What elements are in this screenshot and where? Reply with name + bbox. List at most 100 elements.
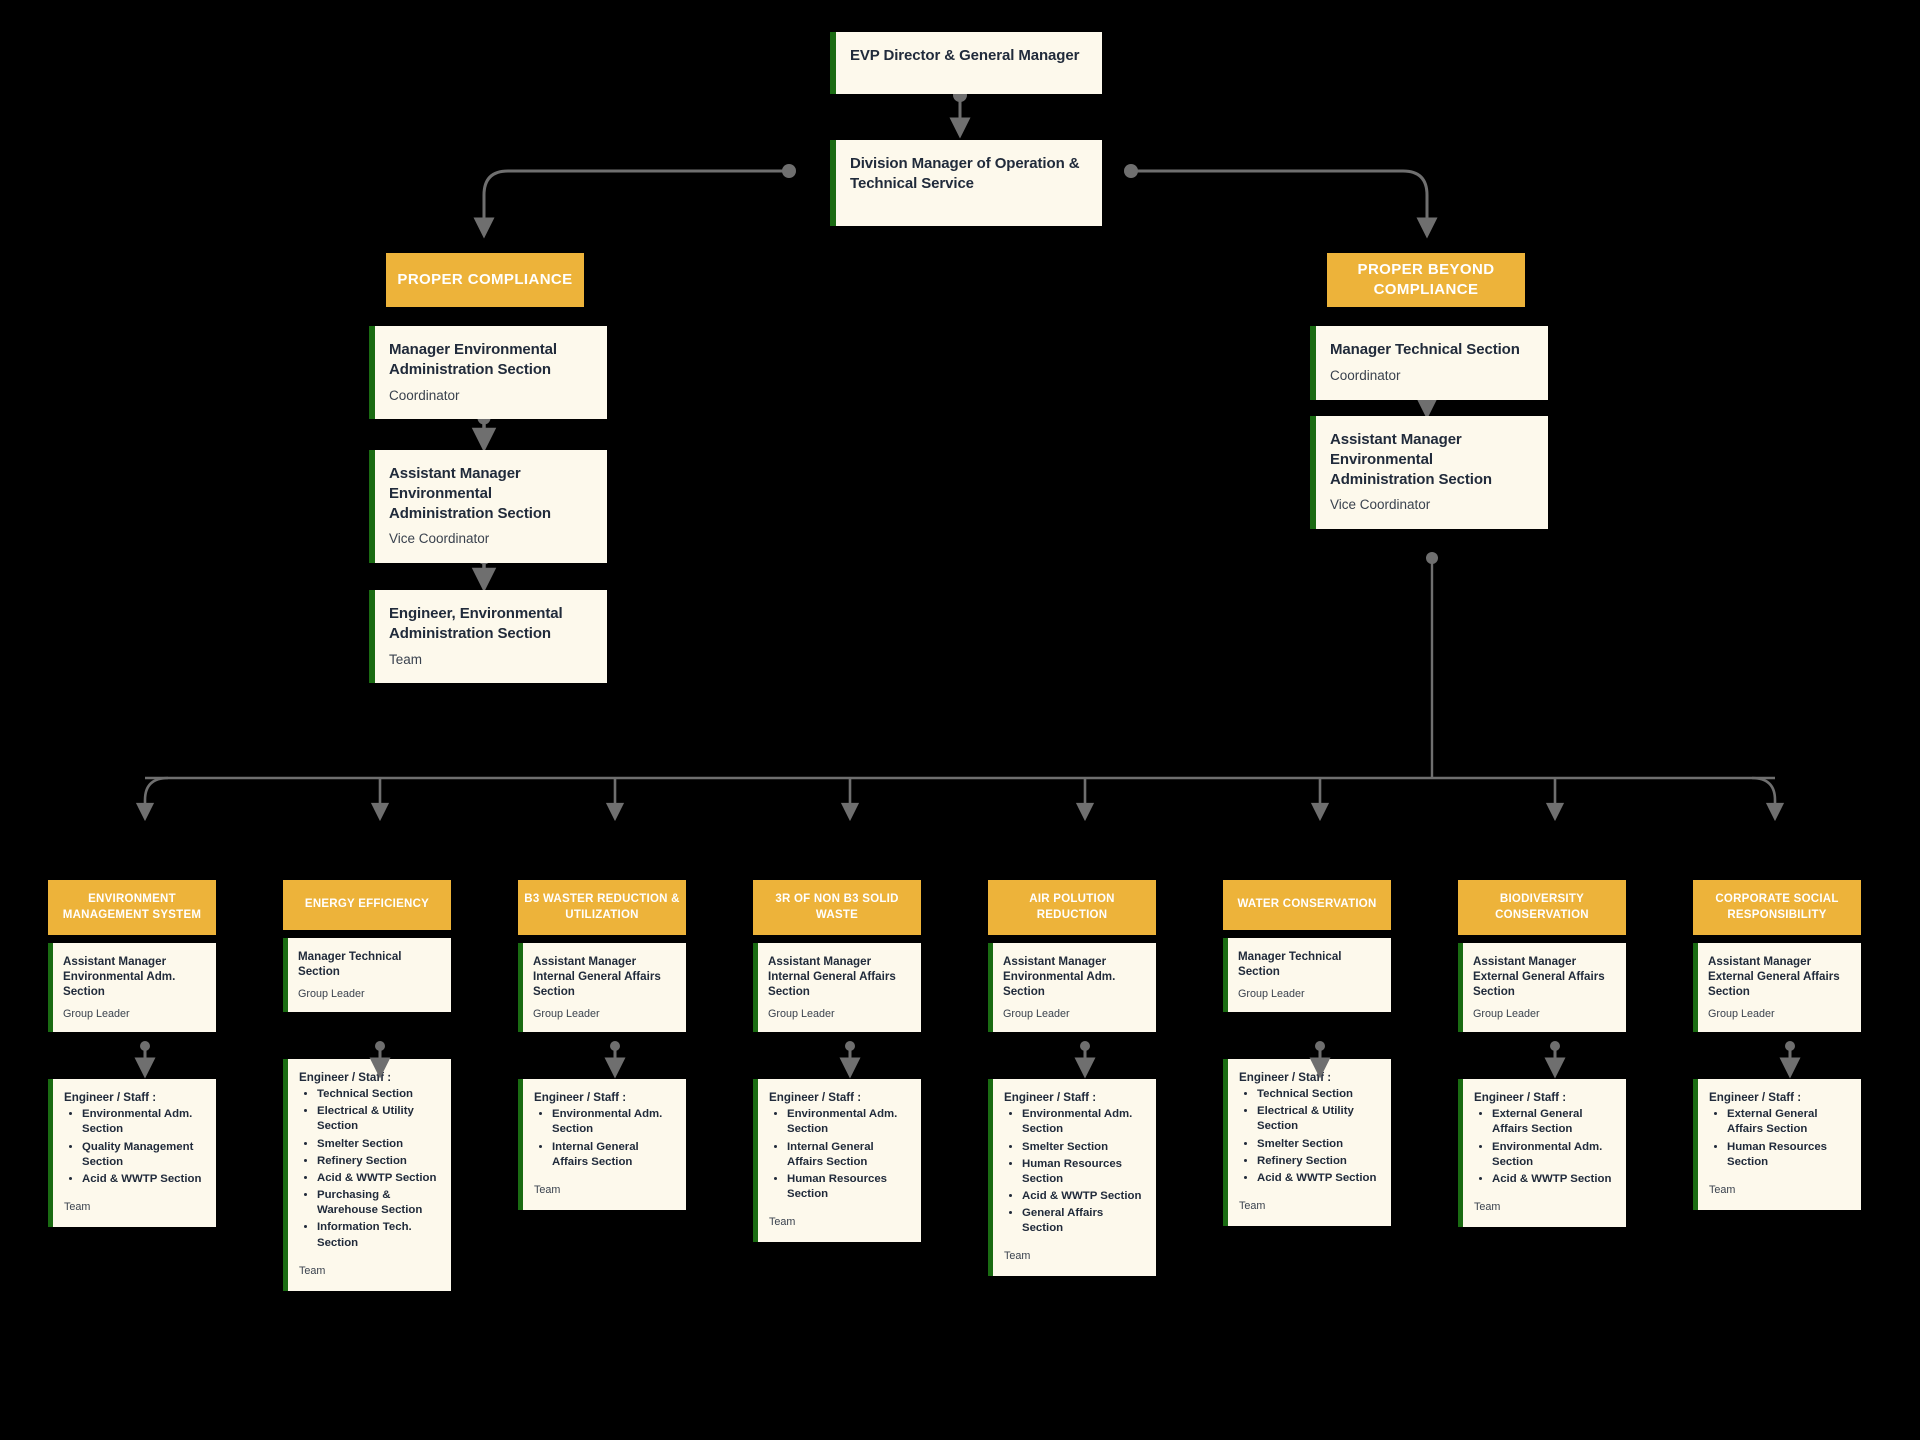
- program-staff-list: Environmental Adm. SectionSmelter Sectio…: [1008, 1107, 1147, 1236]
- program-staff-list: Technical SectionElectrical & Utility Se…: [303, 1087, 442, 1251]
- program-lead-role: Group Leader: [1238, 988, 1305, 1001]
- program-lead-card[interactable]: Assistant Manager Internal General Affai…: [518, 943, 686, 1033]
- program-staff-list: Environmental Adm. SectionInternal Gener…: [773, 1107, 912, 1202]
- program-column: ENVIRONMENT MANAGEMENT SYSTEM Assistant M…: [48, 880, 216, 1227]
- program-column: CORPORATE SOCIAL RESPONSIBILITY Assistant…: [1693, 880, 1861, 1210]
- program-lead-title: Assistant Manager Internal General Affai…: [533, 955, 661, 999]
- program-lead-role: Group Leader: [63, 1008, 130, 1021]
- node-proper-compliance-assistant-manager[interactable]: Assistant Manager Environmental Administ…: [369, 450, 607, 564]
- node-title: Manager Technical Section: [1330, 341, 1520, 358]
- node-subtitle: Coordinator: [389, 387, 460, 403]
- program-column: BIODIVERSITY CONSERVATION Assistant Manag…: [1458, 880, 1626, 1227]
- program-banner[interactable]: WATER CONSERVATION: [1223, 880, 1391, 930]
- program-lead-title: Assistant Manager External General Affai…: [1473, 955, 1605, 999]
- program-staff-item: Electrical & Utility Section: [317, 1104, 442, 1134]
- node-title: Engineer, Environmental Administration S…: [389, 605, 563, 642]
- node-subtitle: Vice Coordinator: [1330, 497, 1431, 513]
- program-team-label: Team: [534, 1183, 561, 1196]
- program-staff-item: Smelter Section: [1022, 1140, 1147, 1155]
- program-staff-item: Human Resources Section: [1022, 1157, 1147, 1187]
- node-title: Manager Environmental Administration Sec…: [389, 341, 557, 378]
- program-staff-item: Environmental Adm. Section: [552, 1107, 677, 1137]
- wire-division-to-proper-beyond-compliance: [1124, 164, 1438, 239]
- wire-branch-to-bus: [1426, 552, 1438, 778]
- program-staff-item: Acid & WWTP Section: [317, 1171, 442, 1186]
- node-subtitle: Vice Coordinator: [389, 531, 490, 547]
- program-staff-item: Environmental Adm. Section: [1022, 1107, 1147, 1137]
- program-banner[interactable]: 3R of NON B3 SOLID WASTE: [753, 880, 921, 936]
- node-proper-beyond-manager[interactable]: Manager Technical Section Coordinator: [1310, 326, 1548, 400]
- program-column: WATER CONSERVATION Manager Technical Sect…: [1223, 880, 1391, 1227]
- program-staff-item: Purchasing & Warehouse Section: [317, 1188, 442, 1218]
- program-lead-title: Assistant Manager Environmental Adm. Sec…: [1003, 955, 1116, 999]
- program-staff-card[interactable]: Engineer / Staff :Environmental Adm. Sec…: [518, 1079, 686, 1210]
- program-lead-title: Assistant Manager Environmental Adm. Sec…: [63, 955, 176, 999]
- program-team-label: Team: [64, 1201, 91, 1213]
- program-lead-card[interactable]: Assistant Manager Environmental Adm. Sec…: [988, 943, 1156, 1033]
- program-staff-card[interactable]: Engineer / Staff :Technical SectionElect…: [1223, 1059, 1391, 1227]
- program-banner[interactable]: B3 WASTER REDUCTION & UTILIZATION: [518, 880, 686, 936]
- node-title: EVP Director & General Manager: [850, 47, 1080, 64]
- program-staff-item: Internal General Affairs Section: [552, 1140, 677, 1170]
- program-lead-card[interactable]: Assistant Manager Environmental Adm. Sec…: [48, 943, 216, 1033]
- wire-division-to-proper-compliance: [473, 164, 796, 239]
- program-staff-item: Electrical & Utility Section: [1257, 1104, 1382, 1134]
- program-lead-title: Manager Technical Section: [1238, 950, 1342, 979]
- program-lead-role: Group Leader: [1003, 1008, 1070, 1021]
- program-staff-item: Environmental Adm. Section: [1492, 1140, 1617, 1170]
- banner-proper-beyond-compliance[interactable]: PROPER BEYOND COMPLIANCE: [1327, 253, 1525, 307]
- program-lead-card[interactable]: Assistant Manager Internal General Affai…: [753, 943, 921, 1033]
- program-staff-card[interactable]: Engineer / Staff :Technical SectionElect…: [283, 1059, 451, 1291]
- program-staff-heading: Engineer / Staff :: [64, 1091, 157, 1105]
- program-staff-card[interactable]: Engineer / Staff :Environmental Adm. Sec…: [988, 1079, 1156, 1277]
- program-lead-card[interactable]: Assistant Manager External General Affai…: [1693, 943, 1861, 1033]
- program-staff-card[interactable]: Engineer / Staff : External General Affai…: [1458, 1079, 1626, 1227]
- program-column: AIR POLUTION REDUCTION Assistant Manager …: [988, 880, 1156, 1277]
- program-team-label: Team: [1474, 1201, 1501, 1213]
- program-staff-item: Quality Management Section: [82, 1140, 207, 1170]
- node-evp-director[interactable]: EVP Director & General Manager: [830, 32, 1102, 94]
- program-lead-role: Group Leader: [1708, 1008, 1775, 1021]
- program-staff-item: Refinery Section: [317, 1154, 442, 1169]
- wire-evp-to-division: [949, 88, 971, 139]
- program-staff-card[interactable]: Engineer / Staff : Environmental Adm. Sec…: [48, 1079, 216, 1227]
- program-staff-list: Technical SectionElectrical & Utility Se…: [1243, 1087, 1382, 1186]
- node-proper-compliance-manager[interactable]: Manager Environmental Administration Sec…: [369, 326, 607, 420]
- program-banner[interactable]: CORPORATE SOCIAL RESPONSIBILITY: [1693, 880, 1861, 936]
- program-staff-heading: Engineer / Staff :: [1474, 1091, 1567, 1105]
- node-division-manager[interactable]: Division Manager of Operation & Technica…: [830, 140, 1102, 226]
- program-team-label: Team: [1004, 1250, 1031, 1263]
- program-team-label: Team: [769, 1216, 796, 1229]
- program-staff-item: Smelter Section: [317, 1137, 442, 1152]
- program-team-label: Team: [1709, 1183, 1736, 1196]
- program-banner[interactable]: ENERGY EFFICIENCY: [283, 880, 451, 930]
- program-staff-list: External General Affairs SectionEnvironm…: [1478, 1107, 1617, 1187]
- program-staff-heading: Engineer / Staff :: [1709, 1091, 1802, 1105]
- program-lead-role: Group Leader: [768, 1008, 835, 1021]
- program-staff-item: Technical Section: [1257, 1087, 1382, 1102]
- program-staff-card[interactable]: Engineer / Staff :External General Affai…: [1693, 1079, 1861, 1210]
- program-staff-item: Internal General Affairs Section: [787, 1140, 912, 1170]
- node-title: Division Manager of Operation & Technica…: [850, 155, 1080, 192]
- program-column: B3 WASTER REDUCTION & UTILIZATION Assista…: [518, 880, 686, 1210]
- node-subtitle: Team: [389, 651, 423, 667]
- program-lead-card[interactable]: Assistant Manager External General Affai…: [1458, 943, 1626, 1033]
- node-title: Assistant Manager Environmental Administ…: [1330, 431, 1492, 488]
- node-proper-beyond-assistant-manager[interactable]: Assistant Manager Environmental Administ…: [1310, 416, 1548, 530]
- program-staff-item: Technical Section: [317, 1087, 442, 1102]
- program-staff-item: Human Resources Section: [1727, 1140, 1852, 1170]
- node-proper-compliance-engineer[interactable]: Engineer, Environmental Administration S…: [369, 590, 607, 684]
- program-staff-card[interactable]: Engineer / Staff :Environmental Adm. Sec…: [753, 1079, 921, 1243]
- banner-proper-compliance[interactable]: PROPER COMPLIANCE: [386, 253, 584, 307]
- program-staff-list: Environmental Adm. SectionQuality Manage…: [68, 1107, 207, 1187]
- program-banner[interactable]: BIODIVERSITY CONSERVATION: [1458, 880, 1626, 936]
- program-staff-item: Acid & WWTP Section: [82, 1172, 207, 1187]
- program-banner[interactable]: ENVIRONMENT MANAGEMENT SYSTEM: [48, 880, 216, 936]
- program-banner[interactable]: AIR POLUTION REDUCTION: [988, 880, 1156, 936]
- program-lead-title: Assistant Manager Internal General Affai…: [768, 955, 896, 999]
- program-staff-item: Information Tech. Section: [317, 1220, 442, 1250]
- node-subtitle: Coordinator: [1330, 367, 1401, 383]
